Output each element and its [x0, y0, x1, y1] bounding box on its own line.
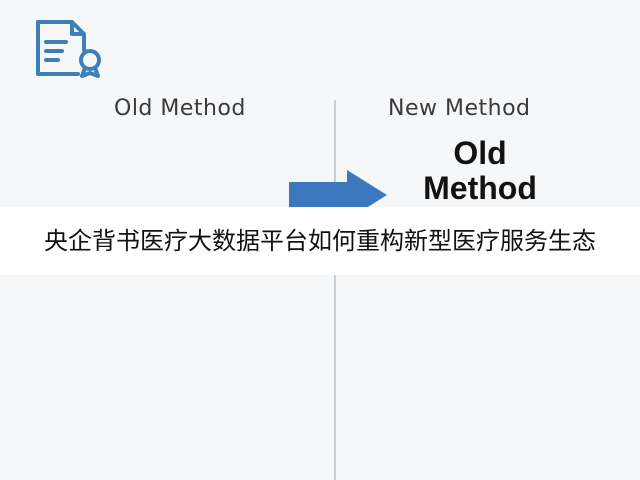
big-label-line-2: Method: [423, 170, 537, 206]
big-label-line-1: Old: [453, 135, 507, 171]
caption-text: 央企背书医疗大数据平台如何重构新型医疗服务生态: [44, 227, 596, 255]
caption-band: 央企背书医疗大数据平台如何重构新型医疗服务生态: [0, 207, 640, 275]
column-divider: [334, 100, 336, 480]
document-certificate-icon: [36, 20, 101, 78]
new-method-content: Old Method: [398, 136, 562, 206]
old-method-heading: Old Method: [114, 96, 246, 121]
new-method-heading: New Method: [388, 96, 531, 121]
